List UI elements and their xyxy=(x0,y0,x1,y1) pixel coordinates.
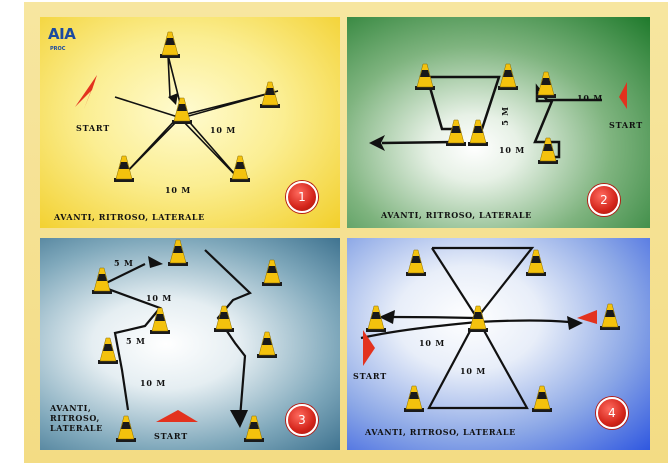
drill-number-badge: 2 xyxy=(588,184,620,216)
drill-panel-2: 10 M 10 M 5 M START AVANTI, RITROSO, LAT… xyxy=(347,17,650,228)
start-label: START xyxy=(154,431,188,441)
distance-label: 10 M xyxy=(419,338,445,348)
drill-footer: AVANTI, RITROSO, LATERALE xyxy=(365,427,516,437)
drill-footer: AVANTI, RITROSO, LATERALE xyxy=(381,210,532,220)
start-marker-icon xyxy=(156,410,198,422)
logo-text: AIA xyxy=(48,25,76,43)
start-label: START xyxy=(609,120,643,130)
distance-label: 10 M xyxy=(460,366,486,376)
drill-footer-line: RITROSO, xyxy=(50,413,100,423)
drill-1-diagram xyxy=(75,54,279,181)
arrow-head-icon xyxy=(379,310,395,324)
drill-number-badge: 3 xyxy=(286,404,318,436)
drill-panel-4: 10 M 10 M START AVANTI, RITROSO, LATERAL… xyxy=(347,238,650,450)
drill-panel-3: 5 M 10 M 5 M 10 M START AVANTI, RITROSO,… xyxy=(40,238,340,450)
distance-label: 5 M xyxy=(126,336,146,346)
arrow-head-icon xyxy=(230,410,248,428)
distance-label: 10 M xyxy=(165,185,191,195)
distance-label: 10 M xyxy=(210,125,236,135)
arrow-head-icon xyxy=(567,316,583,330)
drill-footer-line: LATERALE xyxy=(50,423,103,433)
start-flag-icon xyxy=(363,330,375,366)
drill-number-badge: 4 xyxy=(596,397,628,429)
arrow-head-icon xyxy=(369,135,385,151)
distance-label: 10 M xyxy=(146,293,172,303)
drill-footer-line: AVANTI, xyxy=(50,403,92,413)
start-flag-icon xyxy=(619,82,627,109)
logo-subtext: PROC xyxy=(50,46,66,52)
arrow-head-icon xyxy=(148,256,163,268)
distance-label: 5 M xyxy=(114,258,134,268)
drill-number-badge: 1 xyxy=(286,181,318,213)
aia-logo: AIA PROC xyxy=(46,25,88,59)
start-label: START xyxy=(76,123,110,133)
distance-label: 10 M xyxy=(499,145,525,155)
flag-icon xyxy=(577,310,597,324)
distance-label: 10 M xyxy=(140,378,166,388)
drill-footer: AVANTI, RITROSO, LATERALE xyxy=(54,212,205,222)
distance-label: 10 M xyxy=(577,93,603,103)
start-label: START xyxy=(353,371,387,381)
distance-label: 5 M xyxy=(499,106,510,126)
